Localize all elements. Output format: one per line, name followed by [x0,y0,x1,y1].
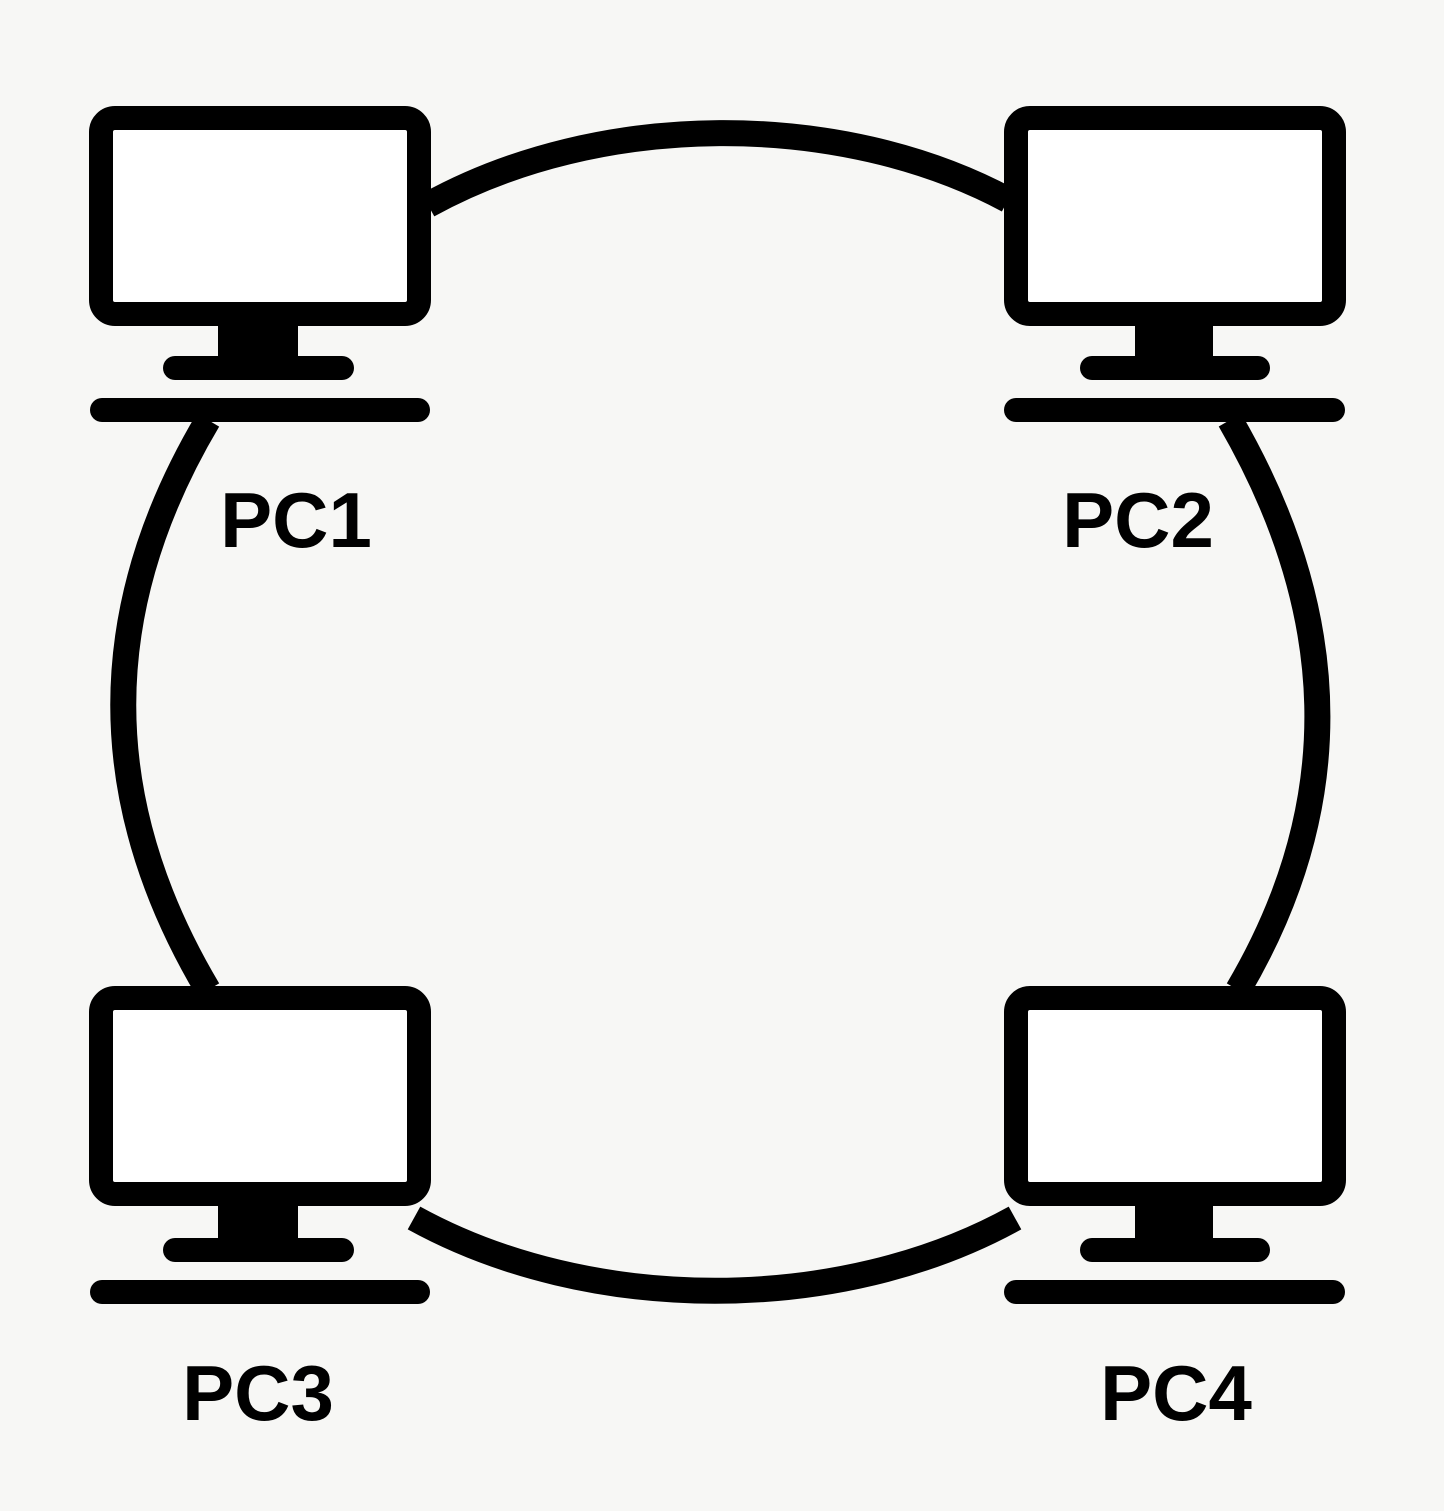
link-pc3-pc1 [110,413,220,997]
monitor-icon [89,986,431,1304]
pc1-label: PC1 [220,476,372,564]
monitor-icon [1004,106,1346,422]
pc4-node: PC4 [1004,986,1346,1437]
link-pc2-pc4 [1218,413,1331,997]
pc3-node: PC3 [89,986,431,1437]
pc3-label: PC3 [182,1349,334,1437]
pc1-node: PC1 [89,106,431,564]
link-pc1-pc2 [421,120,1015,217]
monitor-icon [1004,986,1346,1304]
pc2-label: PC2 [1062,476,1214,564]
pc2-node: PC2 [1004,106,1346,564]
link-pc4-pc3 [407,1206,1022,1304]
monitor-icon [89,106,431,422]
pc4-label: PC4 [1100,1349,1252,1437]
